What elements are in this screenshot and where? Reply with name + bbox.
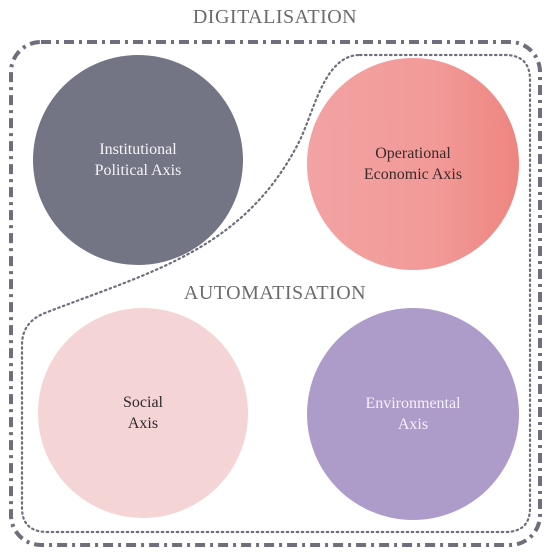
- institutional-political-axis-label: Institutional Political Axis: [94, 141, 182, 179]
- operational-economic-axis-circle: Operational Economic Axis: [307, 58, 519, 270]
- automatisation-boundary: [20, 53, 532, 534]
- social-axis-circle: Social Axis: [38, 308, 248, 518]
- digitalisation-boundary: [9, 40, 542, 547]
- digitalisation-label: DIGITALISATION: [192, 6, 358, 28]
- institutional-political-axis-circle: Institutional Political Axis: [33, 55, 243, 265]
- operational-economic-axis-label: Operational Economic Axis: [363, 145, 463, 183]
- environmental-axis-circle: Environmental Axis: [307, 308, 519, 520]
- environmental-axis-label: Environmental Axis: [365, 395, 461, 433]
- social-axis-label: Social Axis: [123, 394, 163, 432]
- automatisation-label: AUTOMATISATION: [183, 282, 367, 304]
